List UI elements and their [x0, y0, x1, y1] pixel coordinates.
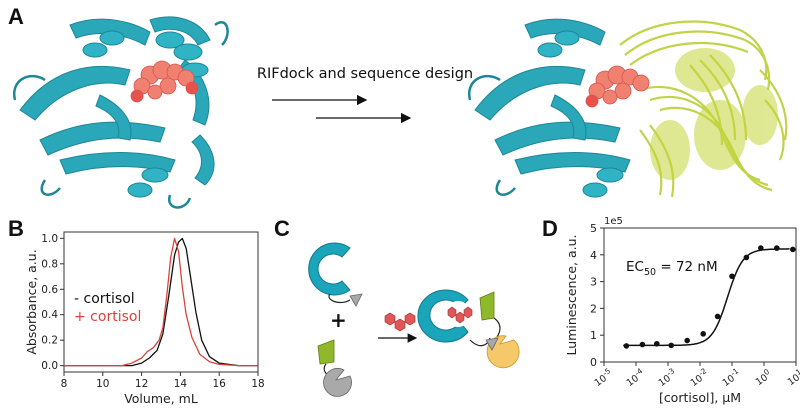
x-tick-label-d: 100 [752, 367, 774, 388]
y-tick-label-d: 2 [590, 302, 597, 315]
data-point-d [790, 246, 796, 253]
scale-label-d: 1e5 [604, 216, 623, 227]
y-axis-label-d: Luminescence, a.u. [564, 235, 579, 356]
x-tick-label-d: 101 [784, 367, 800, 388]
y-tick-label-d: 3 [590, 276, 597, 289]
x-tick-label-d: 10-5 [591, 366, 615, 389]
green-fragment [317, 339, 335, 365]
x-tick-label-b: 18 [251, 378, 264, 390]
x-tick-label-b: 16 [213, 378, 227, 390]
series-line-minus-cortisol [64, 237, 258, 367]
y-tick-label-d: 1 [590, 329, 597, 342]
panel-label-c: C [274, 216, 290, 241]
y-axis-label-b: Absorbance, a.u. [24, 249, 39, 354]
x-tick-label-b: 8 [61, 378, 68, 390]
y-tick-label-d: 0 [590, 356, 597, 369]
data-point-d [639, 341, 646, 348]
y-tick-label-b: 0.8 [41, 258, 58, 270]
data-point-d [758, 245, 764, 251]
linker-receptor [328, 293, 351, 304]
data-point-d [729, 273, 735, 280]
x-tick-label-d: 10-1 [719, 366, 743, 389]
panel-label-d: D [542, 216, 558, 241]
plus-sign: + [330, 308, 347, 332]
y-tick-label-d: 4 [590, 249, 597, 262]
ligand-right [585, 65, 650, 108]
y-tick-label-b: 0.2 [41, 335, 58, 347]
x-tick-label-b: 14 [174, 378, 188, 390]
legend-entry-plus-cortisol: + cortisol [74, 309, 141, 325]
receptor-c-shape [308, 242, 351, 296]
x-tick-label-b: 10 [96, 378, 109, 390]
data-point-d [623, 343, 630, 349]
x-tick-label-d: 10-3 [655, 366, 679, 389]
chart-d: 1e5 0 1 2 3 4 5 10-5 10-4 10-3 10-2 10-1 100 101 [cort… [564, 216, 800, 405]
data-point-d [714, 313, 721, 320]
legend-entry-minus-cortisol: - cortisol [74, 291, 135, 307]
data-point-d [743, 254, 750, 261]
panel-label-a: A [8, 4, 24, 29]
ec50-annotation: EC50 = 72 nM [626, 259, 718, 278]
data-point-d [684, 337, 690, 344]
grey-fragment-small [349, 293, 363, 307]
y-tick-label-b: 1.0 [41, 233, 58, 245]
plot-frame-b [63, 231, 259, 373]
panel-c: + [308, 242, 520, 397]
cortisol-icon [384, 312, 416, 332]
x-axis-label-b: Volume, mL [124, 391, 198, 406]
x-tick-label-d: 10-2 [687, 366, 711, 389]
designed-binders-fill [650, 48, 778, 180]
panel-a: RIFdock and sequence design [12, 16, 788, 209]
y-tick-label-b: 0.0 [41, 360, 58, 372]
data-point-d [700, 331, 706, 337]
ligand-left [130, 60, 199, 103]
data-point-d [774, 245, 780, 251]
arrow-label: RIFdock and sequence design [257, 66, 473, 82]
y-tick-label-d: 5 [590, 222, 597, 235]
x-tick-label-d: 10-4 [623, 366, 647, 389]
assembled-complex [417, 289, 520, 369]
panel-label-b: B [8, 216, 24, 241]
series-line-plus-cortisol [64, 237, 258, 367]
x-tick-label-b: 12 [135, 378, 148, 390]
y-tick-label-b: 0.6 [41, 284, 58, 296]
data-point-d [668, 342, 674, 349]
x-axis-label-d: [cortisol], μM [659, 390, 741, 405]
grey-pacman-fragment [323, 368, 352, 397]
protein-structure-left [12, 16, 229, 209]
protein-structure-right [467, 18, 631, 198]
data-point-d [654, 340, 660, 347]
y-tick-label-b: 0.4 [41, 309, 58, 321]
